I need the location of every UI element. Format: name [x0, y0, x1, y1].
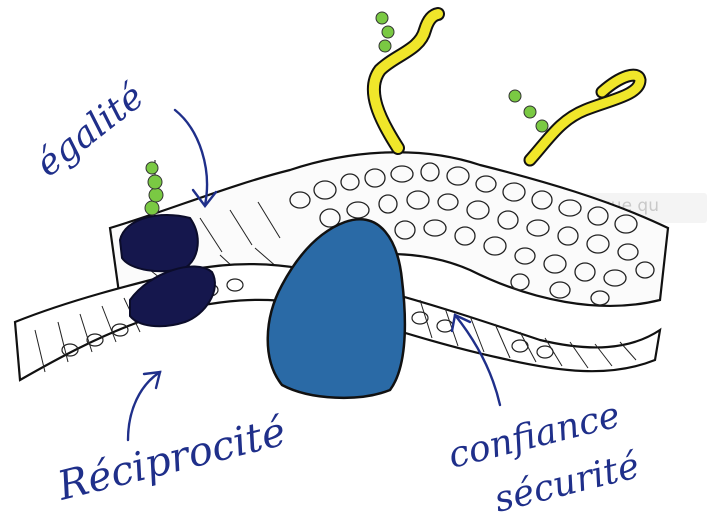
glycan-left: [145, 160, 163, 215]
navy-protein-top: [120, 215, 198, 271]
arrow-egalite: [175, 110, 207, 205]
label-reciprocite: Réciprocité: [52, 409, 290, 510]
glycan-right: [509, 90, 548, 132]
label-egalite: égalité: [28, 76, 151, 185]
glycan-middle: [376, 12, 394, 52]
yellow-tail-right-fill: [530, 75, 640, 160]
arrow-reciprocite: [128, 372, 160, 440]
